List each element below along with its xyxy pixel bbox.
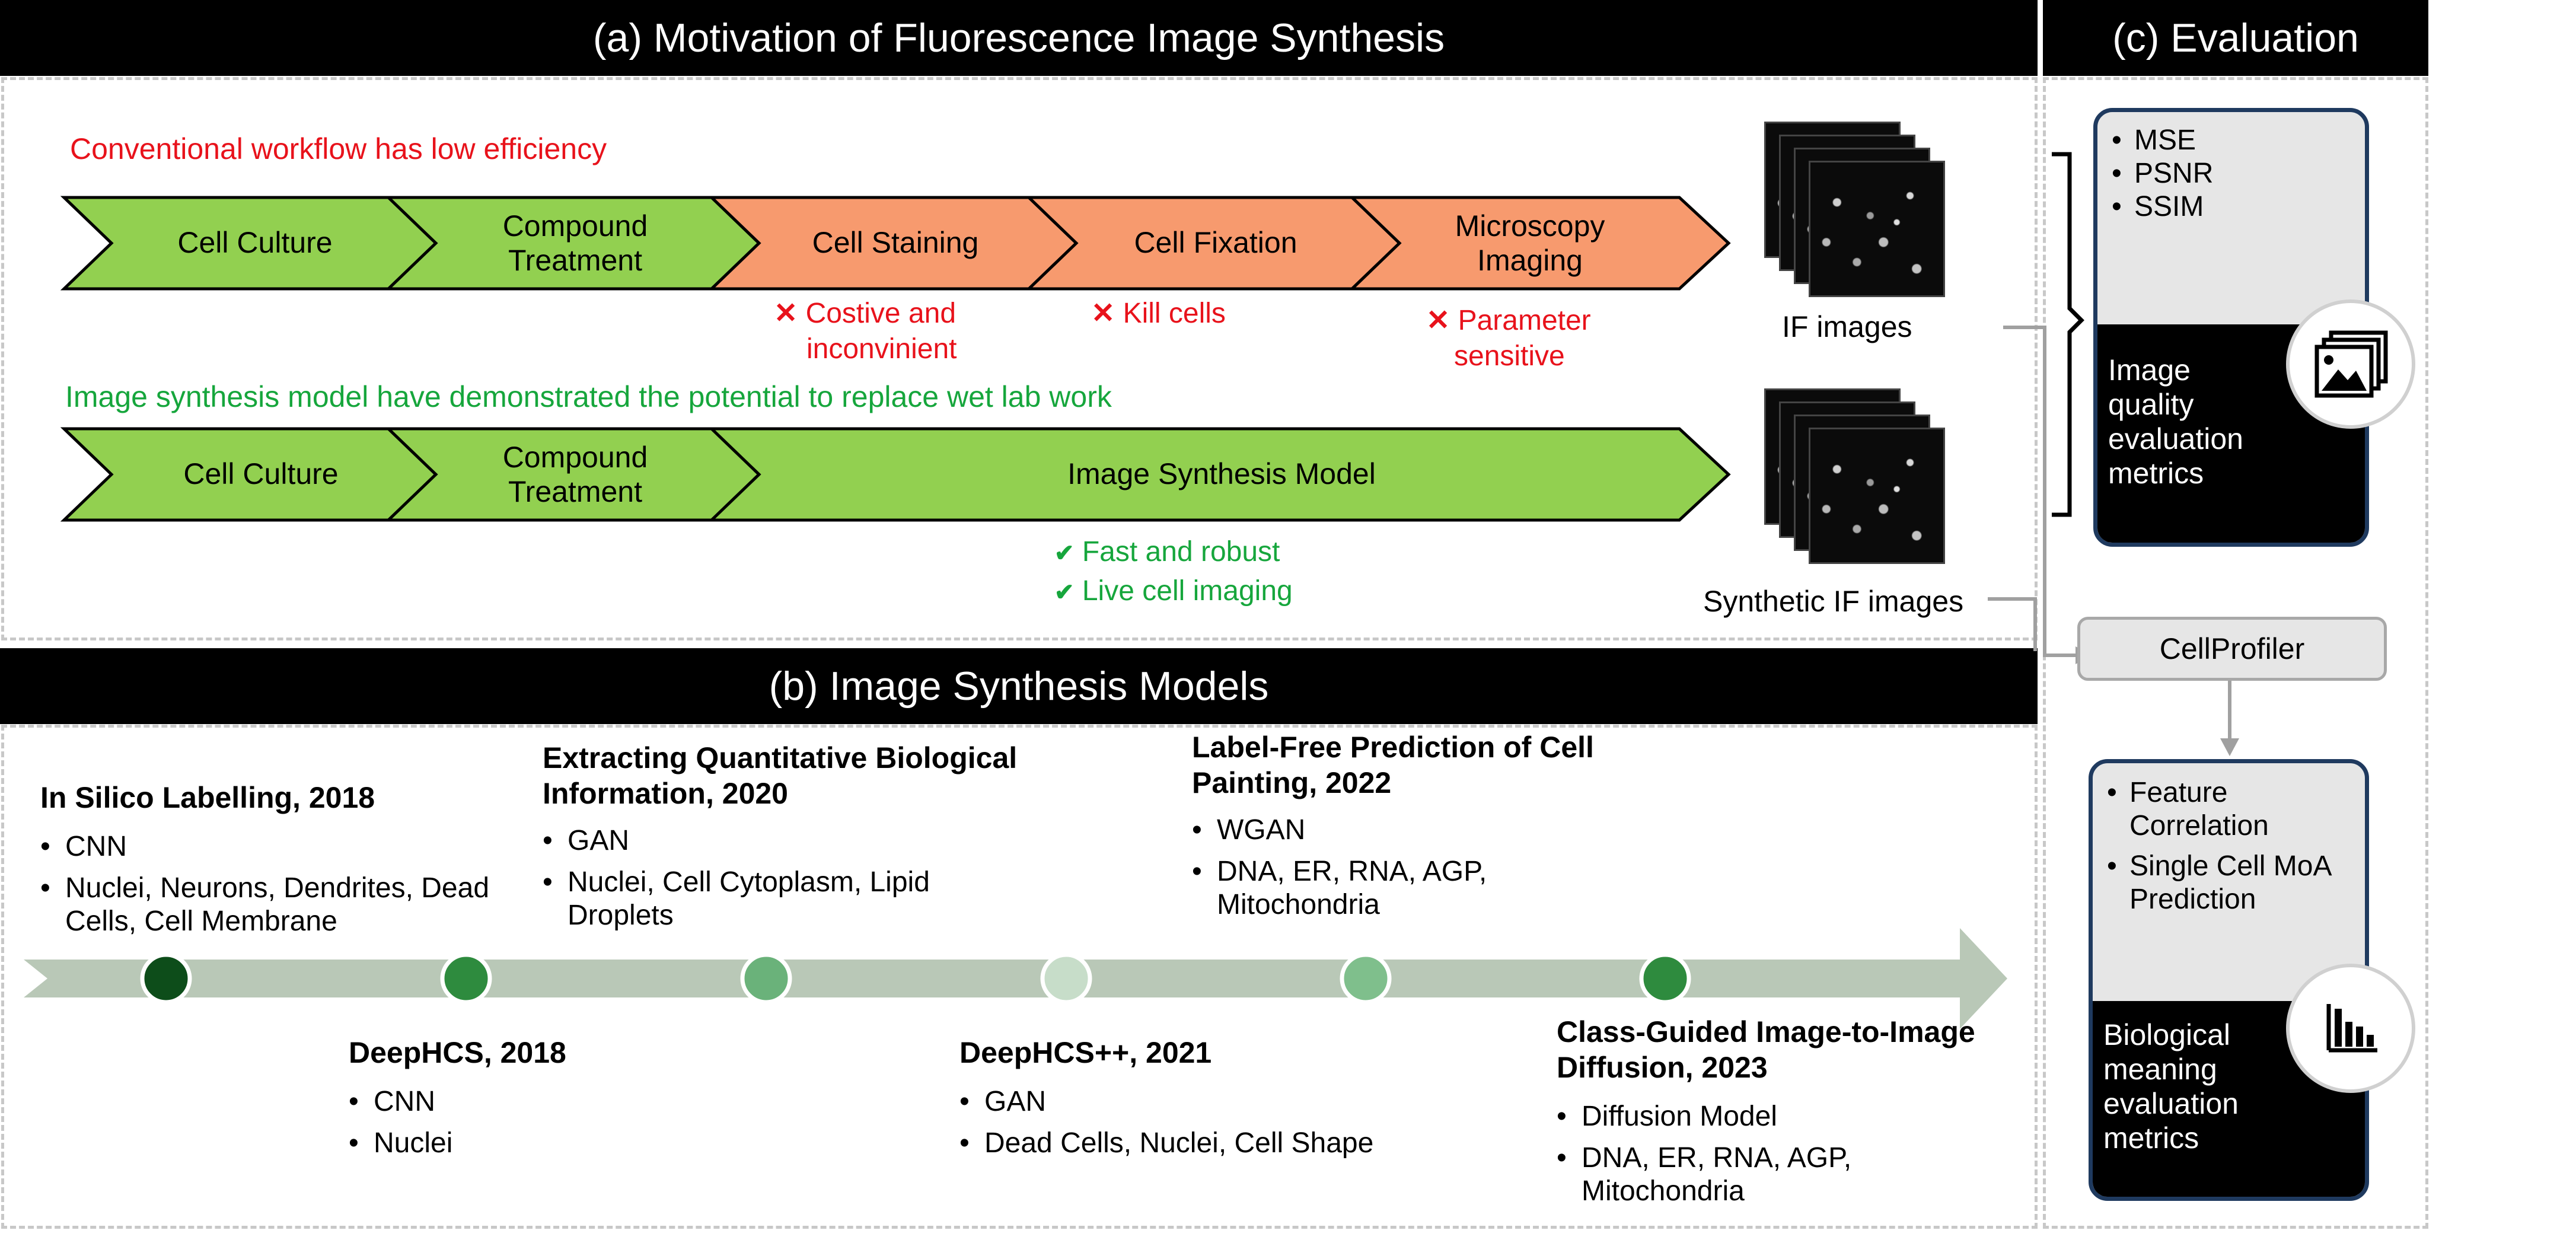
section-b-title: (b) Image Synthesis Models: [769, 664, 1269, 709]
synth-step-compound-treatment: Compound Treatment: [502, 441, 648, 508]
pro-live: ✔ Live cell imaging: [1054, 574, 1293, 610]
step-cell-fixation: Cell Fixation: [1134, 226, 1297, 259]
model-items: CNN Nuclei: [349, 1085, 704, 1168]
timeline-dots: [140, 952, 1691, 1005]
section-b-frame: [1, 725, 2038, 1229]
model-title: Label-Free Prediction of Cell Painting, …: [1192, 731, 1594, 799]
if-image-layer: [1809, 161, 1945, 297]
step-compound-treatment: Compound Treatment: [502, 209, 648, 277]
timeline-milestone-dot: [1040, 952, 1092, 1005]
model-channels: Nuclei, Neurons, Dendrites, Dead Cells, …: [40, 872, 515, 938]
pro-fast: ✔ Fast and robust: [1054, 535, 1280, 570]
synth-step-image-synthesis: Image Synthesis Model: [1067, 457, 1376, 490]
pro-live-text: Live cell imaging: [1082, 575, 1293, 607]
cross-icon: ✕: [1091, 298, 1115, 329]
model-channels: Nuclei: [349, 1127, 704, 1160]
bio-metrics-caption: Biological meaning evaluation metrics: [2103, 1018, 2239, 1155]
synthesis-model-label: Image synthesis model have demonstrated …: [65, 380, 1112, 413]
model-architecture: CNN: [40, 830, 515, 863]
image-gallery-icon: [2314, 330, 2388, 398]
model-channels: DNA, ER, RNA, AGP, Mitochondria: [1192, 855, 1607, 922]
model-items: GAN Nuclei, Cell Cytoplasm, Lipid Drople…: [543, 824, 1029, 941]
section-c-header: (c) Evaluation: [2043, 0, 2428, 76]
con-kill-cells: ✕ Kill cells: [1091, 297, 1226, 330]
section-a-header: (a) Motivation of Fluorescence Image Syn…: [0, 0, 2038, 76]
synth-step-cell-culture: Cell Culture: [183, 457, 339, 490]
if-images-label: IF images: [1782, 310, 1912, 343]
model-items: GAN Dead Cells, Nuclei, Cell Shape: [959, 1085, 1493, 1168]
cross-icon: ✕: [1426, 305, 1450, 336]
metric-feature-correlation: Feature Correlation: [2107, 776, 2356, 843]
model-items: Diffusion Model DNA, ER, RNA, AGP, Mitoc…: [1557, 1100, 1972, 1216]
bar-chart-icon: [2326, 1004, 2377, 1053]
metric-moa-prediction: Single Cell MoA Prediction: [2107, 850, 2356, 916]
section-a-title: (a) Motivation of Fluorescence Image Syn…: [592, 15, 1445, 60]
cross-icon: ✕: [774, 298, 798, 329]
model-title: In Silico Labelling, 2018: [40, 781, 375, 814]
timeline-milestone-dot: [1340, 952, 1392, 1005]
model-items: WGAN DNA, ER, RNA, AGP, Mitochondria: [1192, 814, 1607, 930]
model-architecture: GAN: [543, 824, 1029, 858]
con-costly-line2: inconvinient: [806, 333, 957, 365]
metric-ssim: SSIM: [2112, 190, 2213, 224]
model-title: DeepHCS++, 2021: [959, 1036, 1212, 1069]
conventional-workflow-label: Conventional workflow has low efficiency: [70, 132, 607, 165]
step-cell-culture: Cell Culture: [177, 226, 333, 259]
step-microscopy-imaging-shape: [1348, 196, 1731, 291]
con-kill-cells-text: Kill cells: [1123, 298, 1226, 329]
con-costly: ✕ Costive and: [774, 297, 956, 330]
metric-psnr: PSNR: [2112, 157, 2213, 190]
synth-step-image-synthesis-shape: [707, 427, 1731, 522]
bar-chart-icon-circle: [2286, 964, 2415, 1093]
model-architecture: CNN: [349, 1085, 704, 1118]
con-parameter-line2: sensitive: [1454, 340, 1565, 372]
check-icon: ✔: [1054, 579, 1075, 605]
step-cell-staining: Cell Staining: [812, 226, 979, 259]
con-parameter: ✕ Parameter: [1426, 304, 1591, 337]
model-architecture: WGAN: [1192, 814, 1607, 847]
con-costly-line1: Costive and: [805, 298, 957, 329]
timeline-milestone-dot: [740, 952, 792, 1005]
model-items: CNN Nuclei, Neurons, Dendrites, Dead Cel…: [40, 830, 515, 946]
synthetic-if-images-stack: [1764, 388, 1960, 564]
conventional-workflow-chevrons: [60, 196, 1731, 291]
timeline-arrow: [24, 928, 2007, 1029]
bio-metrics-list: Feature Correlation Single Cell MoA Pred…: [2107, 776, 2356, 916]
section-c-title: (c) Evaluation: [2112, 15, 2359, 60]
synthesis-workflow-chevrons: [60, 427, 1731, 522]
timeline-milestone-dot: [440, 952, 492, 1005]
model-architecture: Diffusion Model: [1557, 1100, 1972, 1133]
section-b-header: (b) Image Synthesis Models: [0, 648, 2038, 724]
model-channels: Dead Cells, Nuclei, Cell Shape: [959, 1127, 1493, 1160]
metric-mse: MSE: [2112, 124, 2213, 157]
model-title: Class-Guided Image-to-Image Diffusion, 2…: [1557, 1015, 1975, 1084]
synthetic-image-layer: [1809, 428, 1945, 564]
model-title: Extracting Quantitative Biological Infor…: [543, 741, 1018, 810]
timeline-milestone-dot: [140, 952, 192, 1005]
pro-fast-text: Fast and robust: [1082, 536, 1280, 568]
cellprofiler-label: CellProfiler: [2159, 632, 2305, 665]
check-icon: ✔: [1054, 540, 1075, 566]
cellprofiler-box: CellProfiler: [2077, 617, 2387, 681]
image-gallery-icon-circle: [2286, 299, 2415, 429]
timeline-milestone-dot: [1639, 952, 1691, 1005]
if-images-stack: [1764, 122, 1960, 297]
image-metrics-caption: Image quality evaluation metrics: [2108, 353, 2243, 490]
con-parameter-line1: Parameter: [1458, 305, 1591, 336]
image-metrics-list: MSE PSNR SSIM: [2112, 124, 2213, 224]
model-architecture: GAN: [959, 1085, 1493, 1118]
model-channels: DNA, ER, RNA, AGP, Mitochondria: [1557, 1142, 1972, 1208]
step-microscopy-imaging: Microscopy Imaging: [1455, 209, 1605, 277]
model-title: DeepHCS, 2018: [349, 1036, 566, 1069]
model-channels: Nuclei, Cell Cytoplasm, Lipid Droplets: [543, 866, 1029, 932]
synthetic-if-images-label: Synthetic IF images: [1703, 585, 1964, 618]
